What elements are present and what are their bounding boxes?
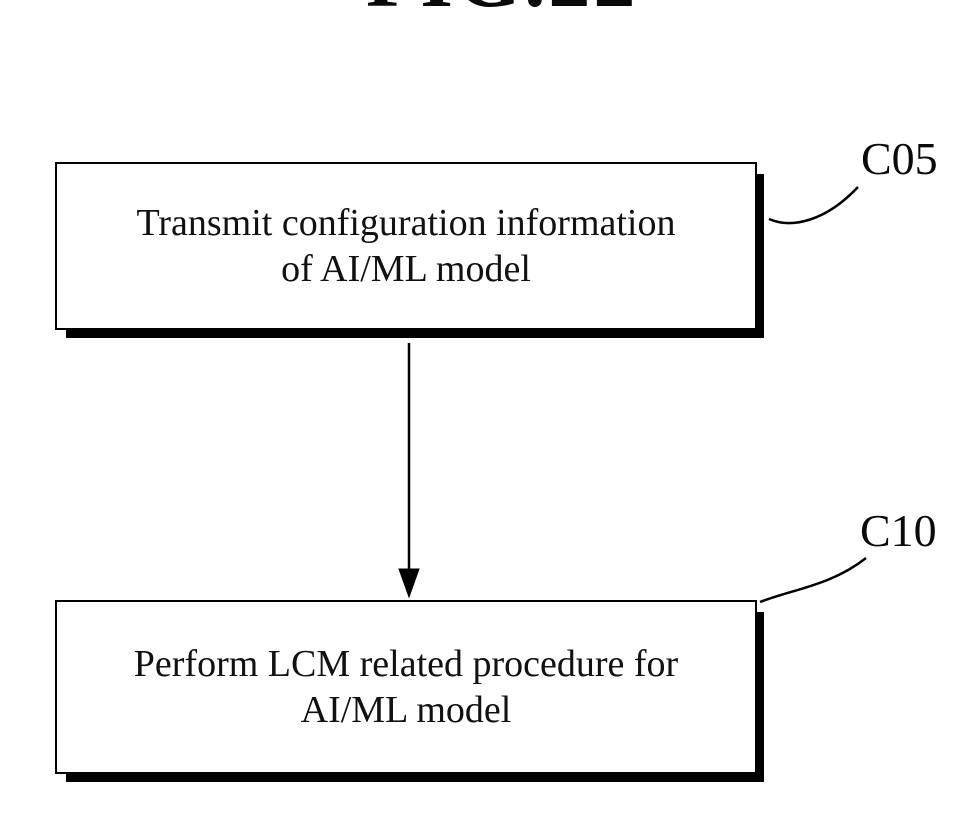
figure-title: FIG.22 [366,0,638,21]
process-box-text-line: Transmit configuration information [136,202,676,244]
process-box-text-line: AI/ML model [300,689,512,731]
process-box-transmit-configuration: Transmit configuration information of AI… [55,162,757,330]
reference-label-c10: C10 [860,505,937,556]
reference-label-c05: C05 [861,133,938,184]
process-box-text-line: Perform LCM related procedure for [133,643,679,685]
process-box-lcm-procedure: Perform LCM related procedure for AI/ML … [55,600,757,774]
leader-line-c10 [759,557,867,604]
process-box-text-line: of AI/ML model [281,248,531,290]
leader-line-c05 [768,186,859,225]
flow-arrow-down [398,343,420,599]
